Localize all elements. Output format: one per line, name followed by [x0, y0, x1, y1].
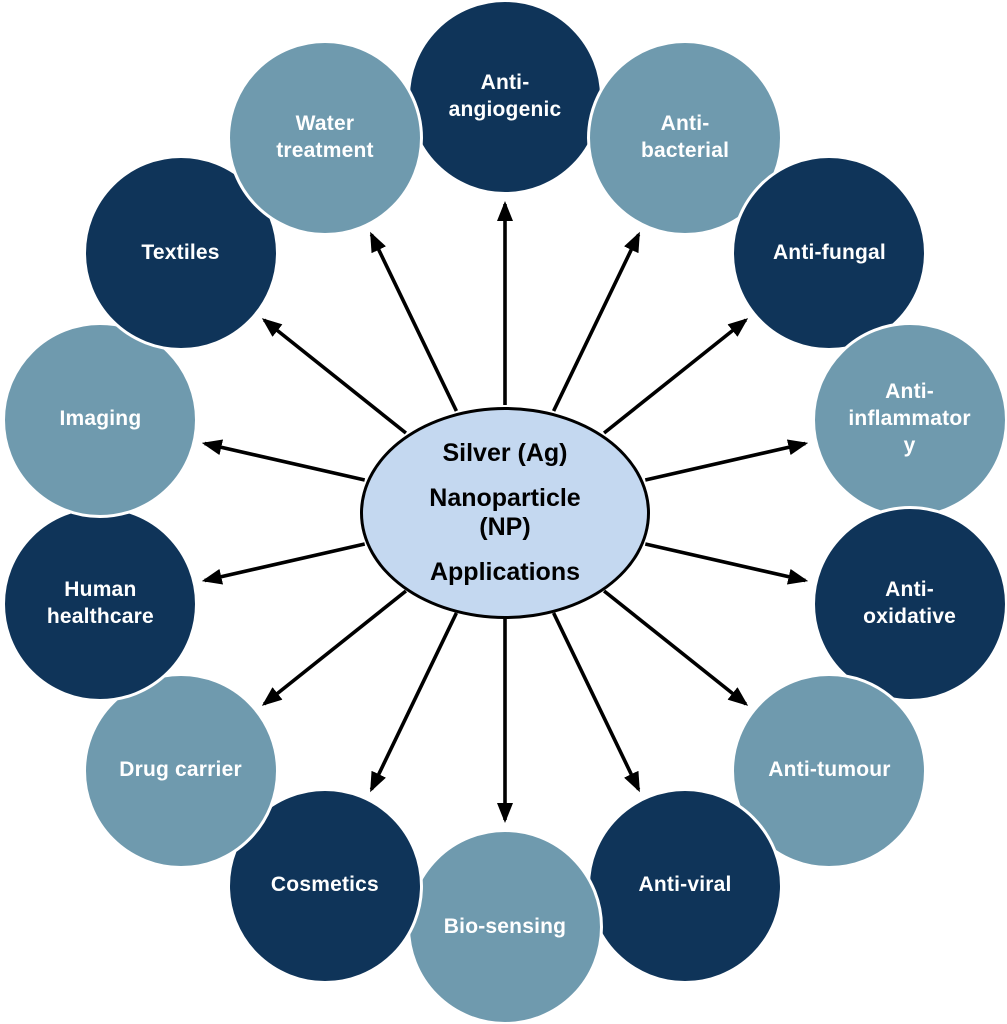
node-label-bio-sensing: Bio-sensing — [443, 914, 567, 938]
center-title-line-2: Nanoparticle (NP) — [429, 483, 581, 542]
arrow-to-anti-tumour — [602, 589, 749, 706]
arrow-to-anti-bacterial — [551, 231, 641, 412]
arrow-to-anti-fungal — [602, 318, 749, 435]
node-bio-sensing: Bio-sensing — [407, 829, 603, 1024]
node-drug-carrier: Drug carrier — [82, 672, 279, 869]
node-imaging: Imaging — [2, 321, 199, 518]
arrow-to-cosmetics — [369, 612, 459, 793]
node-label-anti-angiogenic: Anti- angiogenic — [448, 71, 562, 121]
center-title-line-1: Silver (Ag) — [442, 439, 568, 467]
node-anti-fungal: Anti-fungal — [731, 155, 928, 352]
arrow-to-water-treatment — [369, 231, 459, 412]
node-label-cosmetics: Cosmetics — [270, 873, 379, 897]
node-anti-oxidative: Anti- oxidative — [811, 506, 1007, 703]
node-label-human-healthcare: Human healthcare — [46, 578, 154, 629]
arrow-to-anti-inflammatory — [644, 439, 809, 482]
center-title-line-3: Applications — [429, 557, 580, 586]
arrow-to-imaging — [201, 439, 366, 482]
arrow-to-anti-oxidative — [644, 542, 809, 585]
node-anti-angiogenic: Anti- angiogenic — [407, 0, 603, 195]
node-label-water-treatment: Water treatment — [276, 112, 374, 163]
node-label-imaging: Imaging — [59, 407, 142, 431]
node-human-healthcare: Human healthcare — [2, 506, 199, 703]
node-label-anti-inflammatory: Anti- inflammator y — [848, 380, 971, 458]
node-label-anti-fungal: Anti-fungal — [772, 240, 886, 264]
node-label-anti-oxidative: Anti- oxidative — [863, 578, 957, 629]
node-label-drug-carrier: Drug carrier — [119, 758, 242, 782]
center-ellipse: Silver (Ag) Nanoparticle (NP) Applicatio… — [360, 407, 650, 619]
node-label-textiles: Textiles — [141, 240, 220, 264]
node-anti-inflammatory: Anti- inflammator y — [811, 321, 1007, 518]
node-water-treatment: Water treatment — [226, 40, 423, 237]
node-label-anti-bacterial: Anti- bacterial — [640, 112, 730, 163]
arrow-to-drug-carrier — [261, 589, 408, 706]
node-anti-viral: Anti-viral — [587, 787, 784, 984]
node-anti-tumour: Anti-tumour — [731, 672, 928, 869]
node-label-anti-viral: Anti-viral — [638, 873, 732, 897]
arrow-to-textiles — [261, 318, 408, 435]
node-cosmetics: Cosmetics — [226, 787, 423, 984]
arrow-to-anti-viral — [551, 612, 641, 793]
node-label-anti-tumour: Anti-tumour — [768, 758, 891, 782]
arrow-to-human-healthcare — [201, 542, 366, 585]
